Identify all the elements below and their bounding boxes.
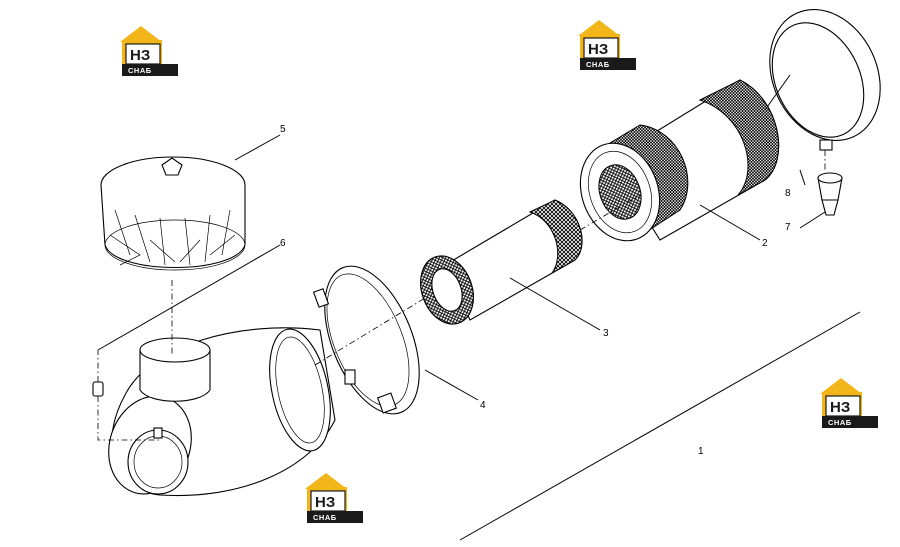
callout-3: 3: [603, 328, 609, 339]
callout-2: 2: [762, 238, 768, 249]
part-8-end-cover: [764, 9, 881, 186]
svg-text:СНАБ: СНАБ: [128, 66, 152, 75]
part-1-housing: [92, 244, 861, 541]
svg-text:СНАБ: СНАБ: [586, 60, 610, 69]
svg-text:НЗ: НЗ: [830, 399, 850, 416]
part-4-clamp: [312, 265, 479, 415]
part-2-main-filter: [579, 79, 780, 242]
part-5-precleaner: [100, 134, 281, 355]
part-3-safety-filter: [314, 199, 601, 366]
callout-8: 8: [785, 188, 791, 199]
watermark-logo-bottom: НЗ СНАБ: [304, 472, 364, 524]
callout-5: 5: [280, 124, 286, 135]
watermark-logo-top-center: НЗ СНАБ: [577, 19, 637, 71]
callout-4: 4: [480, 400, 486, 411]
svg-text:НЗ: НЗ: [588, 41, 608, 58]
watermark-logo-right: НЗ СНАБ: [819, 377, 879, 429]
callout-6: 6: [280, 238, 286, 249]
part-7-dust-valve: [799, 139, 843, 229]
svg-text:СНАБ: СНАБ: [313, 513, 337, 522]
callout-7: 7: [785, 222, 791, 233]
svg-text:НЗ: НЗ: [315, 494, 335, 511]
svg-text:НЗ: НЗ: [130, 47, 150, 64]
watermark-logo-top-left: НЗ СНАБ: [119, 25, 179, 77]
svg-text:СНАБ: СНАБ: [828, 418, 852, 427]
callout-1: 1: [698, 446, 704, 457]
